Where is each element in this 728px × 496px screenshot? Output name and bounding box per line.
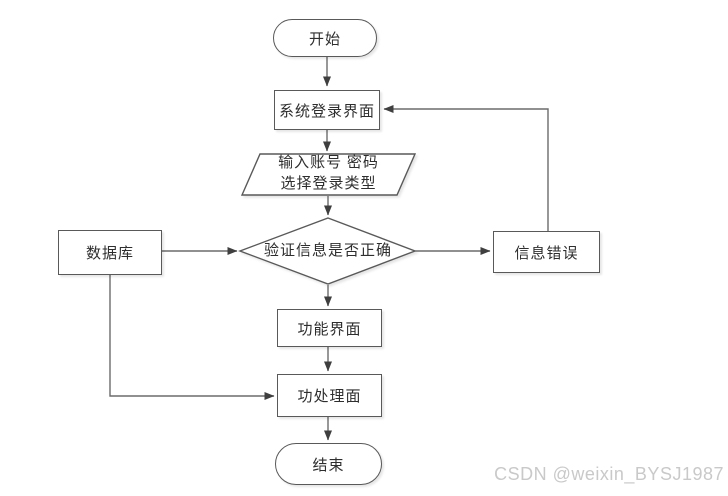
start-node-label: 开始 — [308, 31, 341, 48]
csdn-watermark: CSDN @weixin_BYSJ1987 — [494, 464, 724, 484]
process-screen-node-label: 功处理面 — [297, 389, 362, 405]
end-node-label: 结束 — [312, 457, 345, 474]
input-parallelogram-shape — [240, 153, 417, 196]
database-node: 数据库 — [58, 230, 162, 275]
end-node: 结束 — [275, 443, 382, 485]
input-account-node-label: 输入账号 密码 选择登录类型 — [242, 152, 415, 196]
login-screen-node-label: 系统登录界面 — [278, 103, 375, 120]
input-account-line2: 选择登录类型 — [280, 176, 377, 192]
edge-error-login — [383, 105, 549, 231]
process-screen-node: 功处理面 — [277, 374, 382, 417]
function-screen-node: 功能界面 — [277, 309, 382, 347]
info-error-node: 信息错误 — [493, 231, 600, 273]
verify-decision-node-label: 验证信息是否正确 — [240, 241, 416, 261]
function-screen-node-label: 功能界面 — [297, 321, 362, 338]
login-screen-node: 系统登录界面 — [274, 90, 380, 130]
start-node: 开始 — [273, 19, 377, 57]
decision-diamond-shape — [238, 217, 417, 285]
input-account-line1: 输入账号 密码 — [278, 155, 379, 171]
info-error-node-label: 信息错误 — [514, 245, 579, 262]
database-node-label: 数据库 — [85, 246, 134, 262]
verify-decision-text: 验证信息是否正确 — [263, 242, 392, 259]
edge-database-process — [109, 275, 275, 400]
